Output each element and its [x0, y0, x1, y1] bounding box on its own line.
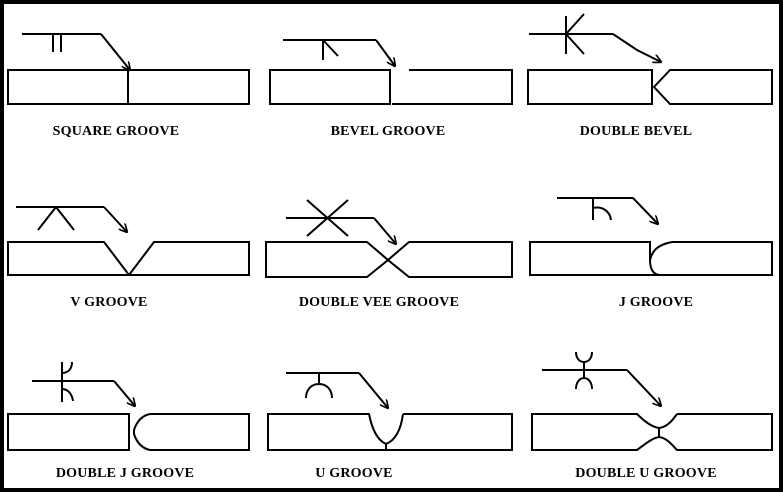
double-u-groove-plates: [531, 413, 773, 451]
square-groove-arrow: [100, 33, 130, 70]
double-bevel-arrow: [612, 33, 661, 62]
double-bevel-joint: [527, 13, 773, 105]
double-u-groove-arrow: [626, 369, 661, 406]
v-groove-label: V GROOVE: [70, 295, 148, 310]
double-u-groove-label: DOUBLE U GROOVE: [575, 466, 717, 481]
bevel-groove-plates: [269, 69, 513, 105]
j-groove-arrow: [632, 197, 658, 224]
double-vee-groove-arrow: [373, 217, 396, 244]
double-vee-groove-label: DOUBLE VEE GROOVE: [298, 295, 460, 310]
u-groove-arrow: [358, 372, 388, 408]
u-groove-symbol: [286, 372, 359, 399]
square-groove-symbol: [22, 33, 101, 52]
double-bevel-label: DOUBLE BEVEL: [579, 124, 693, 139]
u-groove-joint: [267, 372, 513, 451]
double-vee-groove-symbol: [286, 199, 374, 237]
double-j-groove-arrow: [113, 380, 135, 406]
j-groove-plates: [529, 241, 773, 276]
double-j-groove-joint: [7, 361, 250, 451]
double-j-groove-symbol: [32, 361, 114, 402]
bevel-groove-joint: [269, 39, 513, 105]
j-groove-symbol: [557, 197, 633, 221]
bevel-groove-label: BEVEL GROOVE: [330, 124, 446, 139]
double-u-groove-symbol: [542, 351, 627, 390]
double-vee-groove-joint: [265, 199, 513, 278]
double-j-groove-plates: [7, 413, 250, 451]
v-groove-joint: [7, 206, 250, 276]
v-groove-arrow: [103, 206, 127, 232]
u-groove-plates: [267, 413, 513, 451]
square-groove-joint: [7, 33, 250, 105]
double-bevel-symbol: [529, 13, 613, 55]
j-groove-label: J GROOVE: [618, 295, 694, 310]
bevel-groove-symbol: [283, 39, 376, 60]
u-groove-label: U GROOVE: [315, 466, 393, 481]
v-groove-symbol: [16, 206, 104, 231]
square-groove-plates: [7, 69, 250, 105]
double-u-groove-joint: [531, 351, 773, 451]
diagram-frame: SQUARE GROOVE BEVEL GROOVE DOUBLE BEVEL …: [4, 4, 779, 488]
double-bevel-plates: [527, 69, 773, 105]
double-j-groove-label: DOUBLE J GROOVE: [55, 466, 195, 481]
v-groove-plates: [7, 241, 250, 276]
double-vee-groove-plates: [265, 241, 513, 278]
weld-groove-diagram: [7, 13, 773, 451]
bevel-groove-arrow: [375, 39, 395, 66]
square-groove-label: SQUARE GROOVE: [52, 124, 180, 139]
j-groove-joint: [529, 197, 773, 276]
